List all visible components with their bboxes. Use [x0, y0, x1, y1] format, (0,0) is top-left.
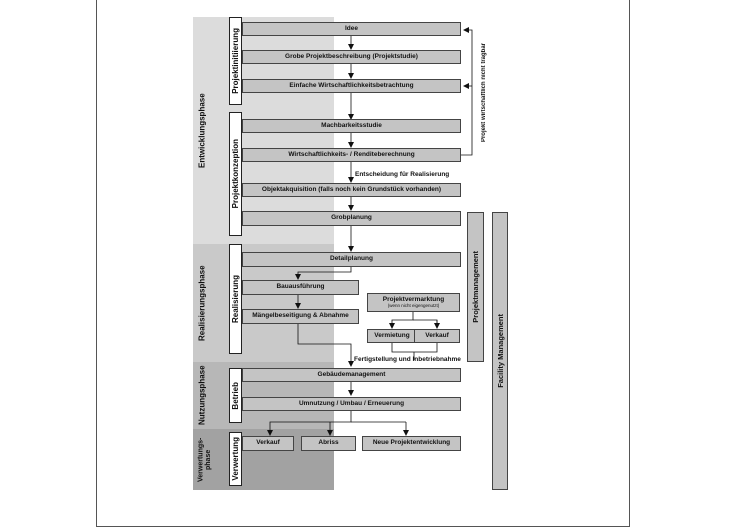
bar-facility-management: Facility Management	[492, 212, 508, 490]
step-wirtschaftlichkeitsbetrachtung: Einfache Wirtschaftlichkeitsbetrachtung	[242, 79, 461, 93]
stage-betrieb: Betrieb	[229, 368, 242, 423]
label-fertigstellung: Fertigstellung und Inbetriebnahme	[354, 356, 461, 363]
diagram-frame	[96, 0, 630, 527]
bar-projektmanagement-label: Projektmanagement	[471, 251, 480, 323]
step-gebaeudemanagement: Gebäudemanagement	[242, 368, 461, 382]
step-maengelbeseitigung: Mängelbeseitigung & Abnahme	[242, 309, 359, 324]
stage-realisierung: Realisierung	[229, 244, 242, 354]
step-umnutzung: Umnutzung / Umbau / Erneuerung	[242, 397, 461, 411]
bar-projektmanagement: Projektmanagement	[467, 212, 484, 362]
step-objektakquisition: Objektakquisition (falls noch kein Grund…	[242, 183, 461, 197]
step-bauausfuehrung: Bauausführung	[242, 280, 359, 295]
label-nicht-tragbar: Projekt wirtschaftlich nicht tragbar	[478, 28, 490, 158]
step-projektvermarktung: Projektvermarktung (wenn nicht eigengenu…	[367, 293, 460, 312]
label-entscheidung: Entscheidung für Realisierung	[355, 171, 450, 178]
stage-konzeption: Projektkonzeption	[229, 112, 242, 236]
stage-verwertung: Verwertung	[229, 432, 242, 486]
step-detailplanung: Detailplanung	[242, 252, 461, 267]
step-grobe-projektbeschreibung: Grobe Projektbeschreibung (Projektstudie…	[242, 50, 461, 64]
step-verkauf-realisierung: Verkauf	[414, 329, 460, 343]
stage-initiierung: Projektinitiierung	[229, 17, 242, 105]
step-machbarkeitsstudie: Machbarkeitsstudie	[242, 119, 461, 133]
step-grobplanung: Grobplanung	[242, 211, 461, 226]
step-projektvermarktung-sub: (wenn nicht eigengenutzt)	[387, 302, 440, 308]
step-idee: Idee	[242, 22, 461, 36]
step-verkauf-verwertung: Verkauf	[242, 436, 294, 451]
label-nicht-tragbar-text: Projekt wirtschaftlich nicht tragbar	[481, 43, 487, 143]
step-vermietung: Vermietung	[367, 329, 417, 343]
step-abriss: Abriss	[301, 436, 356, 451]
bar-facility-management-label: Facility Management	[495, 314, 505, 388]
step-renditeberechnung: Wirtschaftlichkeits- / Renditeberechnung	[242, 148, 461, 162]
step-neue-projektentwicklung: Neue Projektentwicklung	[362, 436, 461, 451]
step-projektvermarktung-label: Projektvermarktung	[382, 295, 445, 303]
